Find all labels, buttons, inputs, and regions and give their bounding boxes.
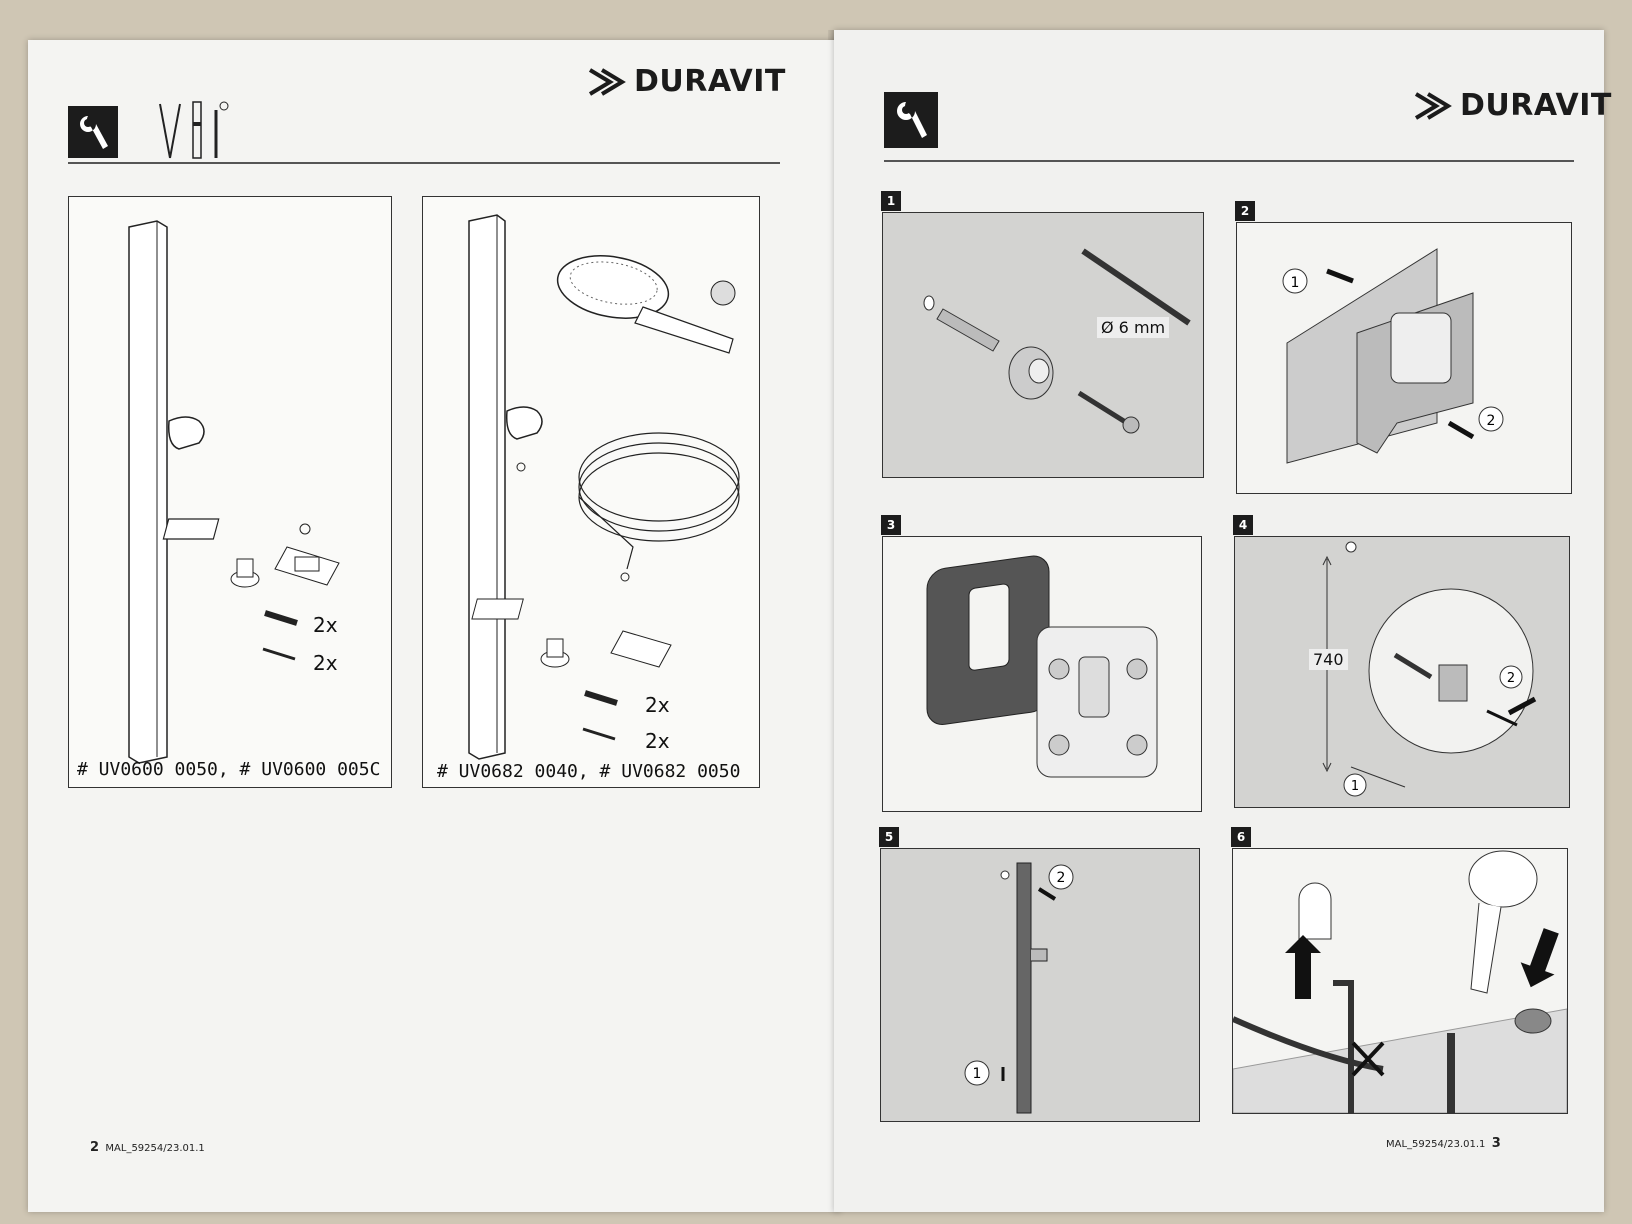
step-6-panel: 6 — [1231, 827, 1568, 1114]
step-3-number: 3 — [881, 515, 901, 535]
left-page: DURAVIT 2x 2x # UV0600 0050, # UV0600 00… — [28, 40, 840, 1212]
shower-set-drawing — [468, 214, 740, 760]
bracket-mounting-drawing — [926, 555, 1158, 778]
rail-attach-drawing: 1 2 — [964, 862, 1074, 1114]
header-rule — [884, 160, 1574, 162]
step-3-panel: 3 — [881, 515, 1202, 812]
hose-connect-drawing — [1233, 850, 1567, 1113]
wrench-icon — [68, 106, 118, 158]
dowel-quantity: 2x — [313, 613, 338, 637]
step-4-callout-1: 1 — [1351, 779, 1359, 794]
left-page-number: 2 — [90, 1140, 100, 1155]
step-2-number: 2 — [1235, 201, 1255, 221]
step-6-number: 6 — [1231, 827, 1251, 847]
step-4-callout-2: 2 — [1507, 671, 1515, 686]
duravit-logo: DURAVIT — [588, 64, 786, 99]
duravit-logo: DURAVIT — [1414, 88, 1612, 123]
step-4-panel: 4 1 2 740 — [1233, 515, 1570, 808]
step-5-number: 5 — [879, 827, 899, 847]
left-doc-code: MAL_59254/23.01.1 — [105, 1143, 205, 1154]
right-doc-code: MAL_59254/23.01.1 — [1386, 1139, 1486, 1150]
set-screw-quantity: 2x — [645, 729, 670, 753]
wrench-icon — [884, 92, 938, 148]
step-5-callout-2: 2 — [1057, 870, 1066, 886]
height-label: 740 — [1309, 649, 1348, 670]
right-page-number: 3 — [1491, 1136, 1501, 1151]
variant-b-panel: 2x 2x # UV0682 0040, # UV0682 0050 — [422, 196, 760, 788]
step-4-number: 4 — [1233, 515, 1253, 535]
brand-name: DURAVIT — [1460, 88, 1612, 123]
set-dowel-quantity: 2x — [645, 693, 670, 717]
drill-and-dowel-drawing — [923, 248, 1191, 434]
tools-icon — [156, 100, 236, 162]
step-1-number: 1 — [881, 191, 901, 211]
step-2-panel: 2 1 2 — [1235, 201, 1572, 494]
step-5-callout-1: 1 — [973, 1066, 982, 1082]
variant-a-panel: 2x 2x # UV0600 0050, # UV0600 005C — [68, 196, 392, 788]
step-2-callout-1: 1 — [1291, 275, 1300, 291]
drill-diameter-label: Ø 6 mm — [1097, 317, 1170, 338]
screw-quantity: 2x — [313, 651, 338, 675]
step-1-panel: 1 Ø 6 mm — [881, 191, 1204, 478]
shower-rail-drawing — [128, 220, 340, 764]
variant-a-caption: # UV0600 0050, # UV0600 005C — [77, 759, 381, 780]
brand-name: DURAVIT — [634, 64, 786, 99]
adhesive-pad-drawing: 1 2 — [1282, 248, 1504, 464]
variant-b-caption: # UV0682 0040, # UV0682 0050 — [437, 761, 741, 782]
step-5-panel: 5 1 2 — [879, 827, 1200, 1122]
step-2-callout-2: 2 — [1487, 413, 1496, 429]
right-page: DURAVIT 1 Ø 6 mm 2 1 2 — [834, 30, 1611, 1212]
right-footer: MAL_59254/23.01.1 3 — [1386, 1136, 1501, 1151]
height-measure-drawing: 1 2 — [1322, 541, 1537, 797]
left-footer: 2 MAL_59254/23.01.1 — [90, 1140, 205, 1155]
header-rule — [68, 162, 780, 164]
